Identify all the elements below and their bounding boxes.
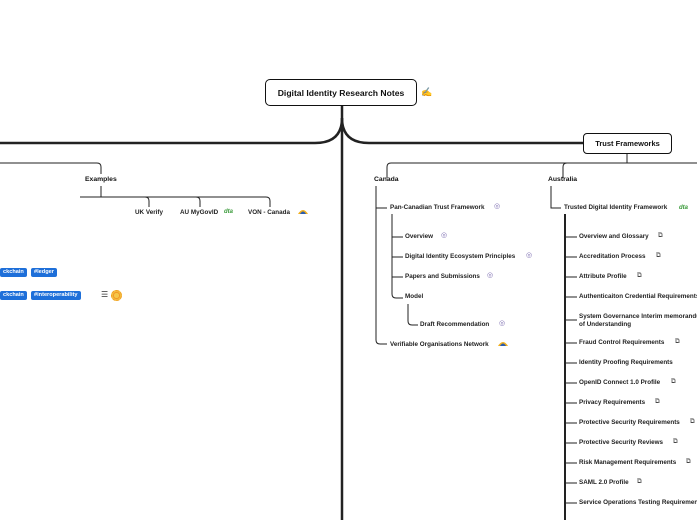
tdif-item[interactable]: Protective Security Reviews <box>579 439 663 446</box>
topic-australia[interactable]: Australia <box>548 176 578 183</box>
tag-blockchain[interactable]: ckchain <box>0 268 27 277</box>
tdif-item[interactable]: System Governance Interim memorandum of … <box>579 313 697 328</box>
example-uk-verify[interactable]: UK Verify <box>135 209 163 216</box>
fingerprint-icon: ◎ <box>441 232 448 239</box>
tdif-item[interactable]: OpenID Connect 1.0 Profile <box>579 379 661 386</box>
fingerprint-icon: ◎ <box>494 203 501 210</box>
tdif-item[interactable]: Service Operations Testing Requirements <box>579 499 697 506</box>
external-link-icon[interactable]: ⧉ <box>656 252 661 259</box>
tdif-item[interactable]: Attribute Profile <box>579 273 627 280</box>
verifiable-organisations-network[interactable]: Verifiable Organisations Network <box>390 341 489 348</box>
tdif-item[interactable]: Identity Proofing Requirements <box>579 359 673 366</box>
fingerprint-icon: ◎ <box>499 320 506 327</box>
pan-canadian-trust-framework[interactable]: Pan-Canadian Trust Framework <box>390 204 485 211</box>
tag-blockchain-2[interactable]: ckchain <box>0 291 27 300</box>
notes-icon[interactable]: ☰ <box>101 290 109 299</box>
tdif-item[interactable]: Overview and Glossary <box>579 233 649 240</box>
tdif-item[interactable]: Risk Management Requirements <box>579 459 677 466</box>
tdif-item[interactable]: Accreditation Process <box>579 253 646 260</box>
fingerprint-icon: ◎ <box>487 272 494 279</box>
pctf-overview[interactable]: Overview <box>405 233 434 240</box>
central-topic[interactable]: Digital Identity Research Notes <box>265 79 417 106</box>
external-link-icon[interactable]: ⧉ <box>690 418 695 425</box>
dta-logo-icon: dta <box>679 205 688 211</box>
topic-canada[interactable]: Canada <box>374 176 399 183</box>
external-link-icon[interactable]: ⧉ <box>675 338 680 345</box>
pen-icon: ✍ <box>421 87 433 97</box>
external-link-icon[interactable]: ⧉ <box>686 458 691 465</box>
topic-trust-frameworks-label: Trust Frameworks <box>595 139 660 148</box>
sun-icon <box>111 290 122 301</box>
external-link-icon[interactable]: ⧉ <box>637 272 642 279</box>
von-logo-icon <box>498 342 508 346</box>
example-au-mygovid[interactable]: AU MyGovID <box>180 209 219 216</box>
external-link-icon[interactable]: ⧉ <box>655 398 660 405</box>
tdif-item[interactable]: Fraud Control Requirements <box>579 339 665 346</box>
trusted-digital-identity-framework[interactable]: Trusted Digital Identity Framework <box>564 204 668 211</box>
central-topic-label: Digital Identity Research Notes <box>277 87 405 98</box>
tdif-item[interactable]: Protective Security Requirements <box>579 419 680 426</box>
pctf-papers-submissions[interactable]: Papers and Submissions <box>405 273 480 280</box>
external-link-icon[interactable]: ⧉ <box>658 232 663 239</box>
von-logo-icon <box>298 210 308 214</box>
pctf-ecosystem-principles[interactable]: Digital Identity Ecosystem Principles <box>405 253 516 260</box>
external-link-icon[interactable]: ⧉ <box>671 378 676 385</box>
topic-examples[interactable]: Examples <box>85 176 117 183</box>
topic-trust-frameworks[interactable]: Trust Frameworks <box>583 133 672 154</box>
tdif-item[interactable]: Privacy Requirements <box>579 399 646 406</box>
dta-logo-icon: dta <box>224 209 233 215</box>
tdif-item[interactable]: Authenticaiton Credential Requirements <box>579 293 697 300</box>
pctf-model[interactable]: Model <box>405 293 424 300</box>
external-link-icon[interactable]: ⧉ <box>673 438 678 445</box>
external-link-icon[interactable]: ⧉ <box>637 478 642 485</box>
tag-ledger[interactable]: #ledger <box>31 268 57 277</box>
draft-recommendation[interactable]: Draft Recommendation <box>420 321 490 328</box>
tdif-item[interactable]: SAML 2.0 Profile <box>579 479 629 486</box>
example-von-canada[interactable]: VON - Canada <box>248 209 290 216</box>
tag-interoperability[interactable]: #interoperability <box>31 291 81 300</box>
fingerprint-icon: ◎ <box>526 252 533 259</box>
